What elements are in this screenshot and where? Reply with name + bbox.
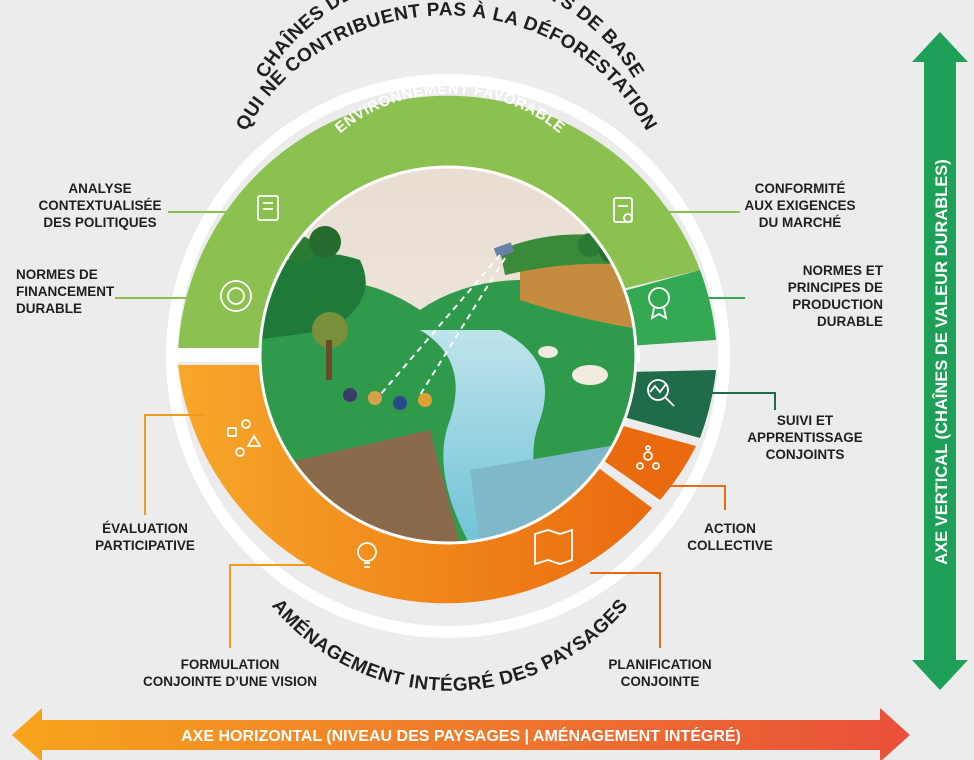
horizontal-axis-arrow [12, 708, 910, 760]
label-suivi: SUIVI ET APPRENTISSAGE CONJOINTS [747, 413, 863, 462]
label-conformite: CONFORMITÉ AUX EXIGENCES DU MARCHÉ [744, 181, 856, 230]
award-badge-icon [648, 287, 670, 320]
connector-evaluation [144, 414, 205, 515]
connector-suivi [690, 392, 776, 410]
label-normes-financement: NORMES DE FINANCEMENT DURABLE [16, 267, 115, 316]
enabling-environment-arc [178, 95, 700, 350]
connector-formulation [229, 564, 330, 648]
map-icon [534, 528, 573, 566]
connector-planification [590, 572, 661, 648]
vertical-axis-label: AXE VERTICAL (CHAÎNES DE VALEUR DURABLES… [932, 159, 951, 565]
label-evaluation: ÉVALUATION PARTICIPATIVE [95, 521, 195, 553]
network-people-icon [636, 445, 660, 470]
collective-action-segment [594, 424, 696, 500]
scene-border [258, 165, 638, 545]
label-action: ACTION COLLECTIVE [687, 521, 773, 553]
analytics-magnifier-icon [647, 379, 675, 407]
landscape-management-arc [178, 365, 652, 604]
label-normes-production: NORMES ET PRINCIPES DE PRODUCTION DURABL… [787, 263, 883, 329]
label-planification: PLANIFICATION CONJOINTE [608, 657, 712, 689]
document-icon [257, 195, 279, 221]
process-shapes-icon [227, 419, 262, 457]
production-norms-segment [620, 270, 716, 346]
coin-cycle-icon [220, 280, 252, 312]
monitoring-segment [620, 370, 716, 438]
vertical-axis-arrow [912, 32, 968, 690]
label-formulation: FORMULATION CONJOINTE D’UNE VISION [142, 657, 318, 689]
connector-action [670, 485, 726, 510]
clipboard-check-icon [613, 197, 633, 223]
horizontal-axis-label: AXE HORIZONTAL (NIVEAU DES PAYSAGES | AM… [181, 726, 741, 745]
lightbulb-icon [357, 542, 377, 568]
label-analyse: ANALYSE CONTEXTUALISÉE DES POLITIQUES [38, 181, 162, 230]
